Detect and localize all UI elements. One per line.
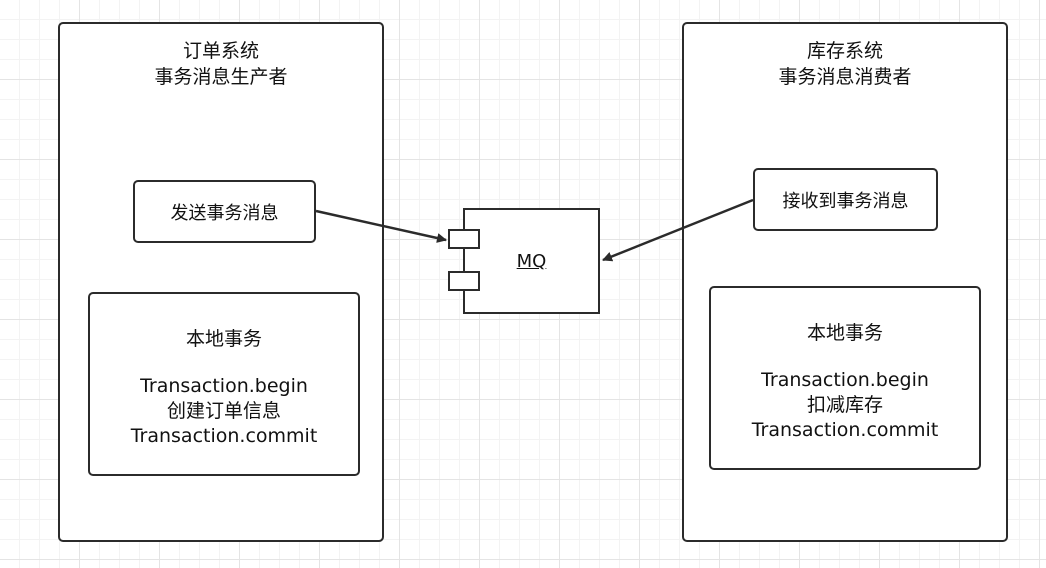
consumer-tx-line-3: Transaction.commit xyxy=(751,419,939,441)
receive-message-box: 接收到事务消息 xyxy=(753,168,938,231)
consumer-title-line2: 事务消息消费者 xyxy=(778,66,912,88)
send-message-label: 发送事务消息 xyxy=(170,202,279,224)
producer-tx-line-1: Transaction.begin xyxy=(140,375,308,397)
producer-tx-line-2: 创建订单信息 xyxy=(166,400,281,422)
mq-to-receive-arrow xyxy=(602,198,754,262)
mq-port-bottom xyxy=(448,271,480,291)
mq-component xyxy=(463,208,600,314)
send-to-mq-arrow xyxy=(315,209,447,243)
send-message-box: 发送事务消息 xyxy=(133,180,316,243)
producer-system-title: 订单系统 事务消息生产者 xyxy=(60,38,382,90)
producer-title-line2: 事务消息生产者 xyxy=(154,66,288,88)
producer-local-transaction-box: 本地事务 Transaction.begin 创建订单信息 Transactio… xyxy=(88,292,360,476)
mq-label-text: MQ xyxy=(516,250,547,272)
receive-message-label: 接收到事务消息 xyxy=(782,190,909,212)
consumer-local-transaction-box: 本地事务 Transaction.begin 扣减库存 Transaction.… xyxy=(709,286,981,470)
consumer-tx-line-2: 扣减库存 xyxy=(806,394,883,416)
consumer-tx-line-1: Transaction.begin xyxy=(761,369,929,391)
consumer-local-transaction-title: 本地事务 xyxy=(806,322,883,344)
producer-tx-line-3: Transaction.commit xyxy=(130,425,318,447)
consumer-system-title: 库存系统 事务消息消费者 xyxy=(684,38,1006,90)
producer-title-line1: 订单系统 xyxy=(182,40,259,62)
consumer-title-line1: 库存系统 xyxy=(806,40,883,62)
mq-label: MQ xyxy=(463,208,600,314)
mq-port-top xyxy=(448,229,480,249)
producer-local-transaction-title: 本地事务 xyxy=(185,328,262,350)
